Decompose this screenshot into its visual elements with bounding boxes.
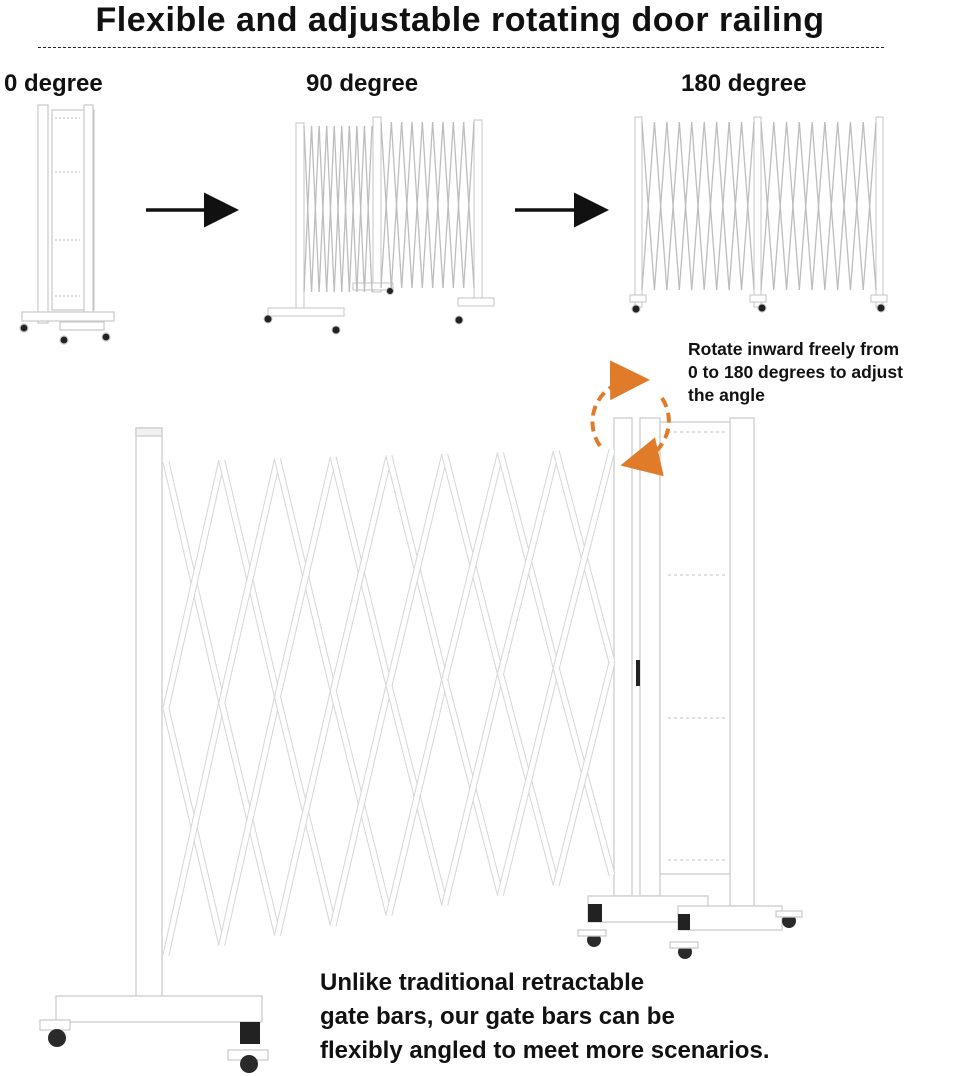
lattice-bar bbox=[703, 121, 718, 291]
lattice-bar bbox=[442, 452, 503, 681]
lattice-bar bbox=[219, 458, 280, 704]
lattice-bar bbox=[275, 456, 336, 698]
lattice-bar bbox=[498, 450, 559, 675]
gate-90-degree bbox=[263, 116, 495, 335]
lattice-bar bbox=[773, 121, 788, 291]
rotate-note: Rotate inward freely from 0 to 180 degre… bbox=[688, 338, 975, 407]
lattice-bar bbox=[432, 121, 444, 289]
lattice-bar bbox=[386, 679, 448, 916]
lattice-bar bbox=[666, 121, 680, 291]
lattice-bar bbox=[498, 667, 559, 896]
lattice-bar bbox=[824, 121, 839, 291]
lattice-bar bbox=[330, 684, 392, 926]
lattice-bar bbox=[849, 121, 864, 291]
title-divider bbox=[38, 47, 884, 48]
page-title: Flexible and adjustable rotating door ra… bbox=[95, 1, 825, 39]
gate-180-degree bbox=[629, 116, 888, 314]
lattice-bar bbox=[463, 121, 475, 289]
lattice-bar bbox=[785, 121, 800, 291]
lattice-bar bbox=[318, 125, 328, 293]
lattice-bar bbox=[163, 459, 225, 710]
lattice-bar bbox=[811, 121, 826, 291]
caption-line: Unlike traditional retractable bbox=[320, 969, 645, 996]
lattice-bar bbox=[862, 121, 877, 291]
lattice-bar bbox=[798, 121, 813, 291]
lattice-bar bbox=[553, 449, 615, 669]
lattice-bar bbox=[442, 121, 454, 289]
lattice-bar bbox=[275, 690, 336, 936]
caption-line: gate bars, our gate bars can be bbox=[320, 1003, 675, 1030]
gate-90-lattice bbox=[303, 121, 475, 293]
lattice-bar bbox=[380, 121, 392, 289]
lattice-bar bbox=[678, 121, 693, 291]
gate-lattice bbox=[162, 449, 616, 956]
lattice-bar bbox=[411, 121, 423, 289]
caption: Unlike traditional retractable gate bars… bbox=[320, 966, 970, 1068]
lattice-bar bbox=[390, 121, 403, 289]
rotate-note-line: 0 to 180 degrees to adjust bbox=[688, 362, 903, 382]
lattice-bar bbox=[837, 121, 852, 291]
label-0-degree: 0 degree bbox=[4, 70, 103, 97]
lattice-bar bbox=[163, 702, 225, 956]
lattice-bar bbox=[760, 121, 775, 291]
gate-180-lattice bbox=[641, 121, 877, 291]
lattice-bar bbox=[641, 121, 656, 291]
lattice-bar bbox=[442, 673, 503, 906]
lattice-bar bbox=[310, 125, 320, 293]
gate-0-degree bbox=[19, 104, 115, 345]
lattice-bar bbox=[740, 121, 755, 291]
gate-large bbox=[39, 417, 803, 1073]
lattice-bar bbox=[691, 121, 705, 291]
lattice-bar bbox=[653, 121, 668, 291]
lattice-bar bbox=[716, 121, 730, 291]
caption-line: flexibly angled to meet more scenarios. bbox=[320, 1037, 770, 1064]
lattice-bar bbox=[341, 125, 350, 293]
lattice-bar bbox=[356, 125, 366, 293]
label-90-degree: 90 degree bbox=[306, 70, 419, 97]
lattice-bar bbox=[553, 661, 615, 886]
lattice-bar bbox=[401, 121, 413, 289]
lattice-bar bbox=[326, 125, 335, 293]
lattice-bar bbox=[330, 455, 392, 692]
rotate-arrows-icon bbox=[590, 360, 671, 477]
lattice-bar bbox=[219, 696, 280, 946]
lattice-bar bbox=[303, 125, 313, 293]
lattice-bar bbox=[333, 125, 343, 293]
rotate-note-line: Rotate inward freely from bbox=[688, 339, 900, 359]
lattice-bar bbox=[363, 125, 373, 293]
lattice-bar bbox=[728, 121, 743, 291]
lattice-bar bbox=[386, 453, 448, 687]
lattice-bar bbox=[421, 121, 434, 289]
lattice-bar bbox=[348, 125, 358, 293]
rotate-note-line: the angle bbox=[688, 385, 765, 405]
label-180-degree: 180 degree bbox=[681, 70, 807, 97]
lattice-bar bbox=[452, 121, 465, 289]
